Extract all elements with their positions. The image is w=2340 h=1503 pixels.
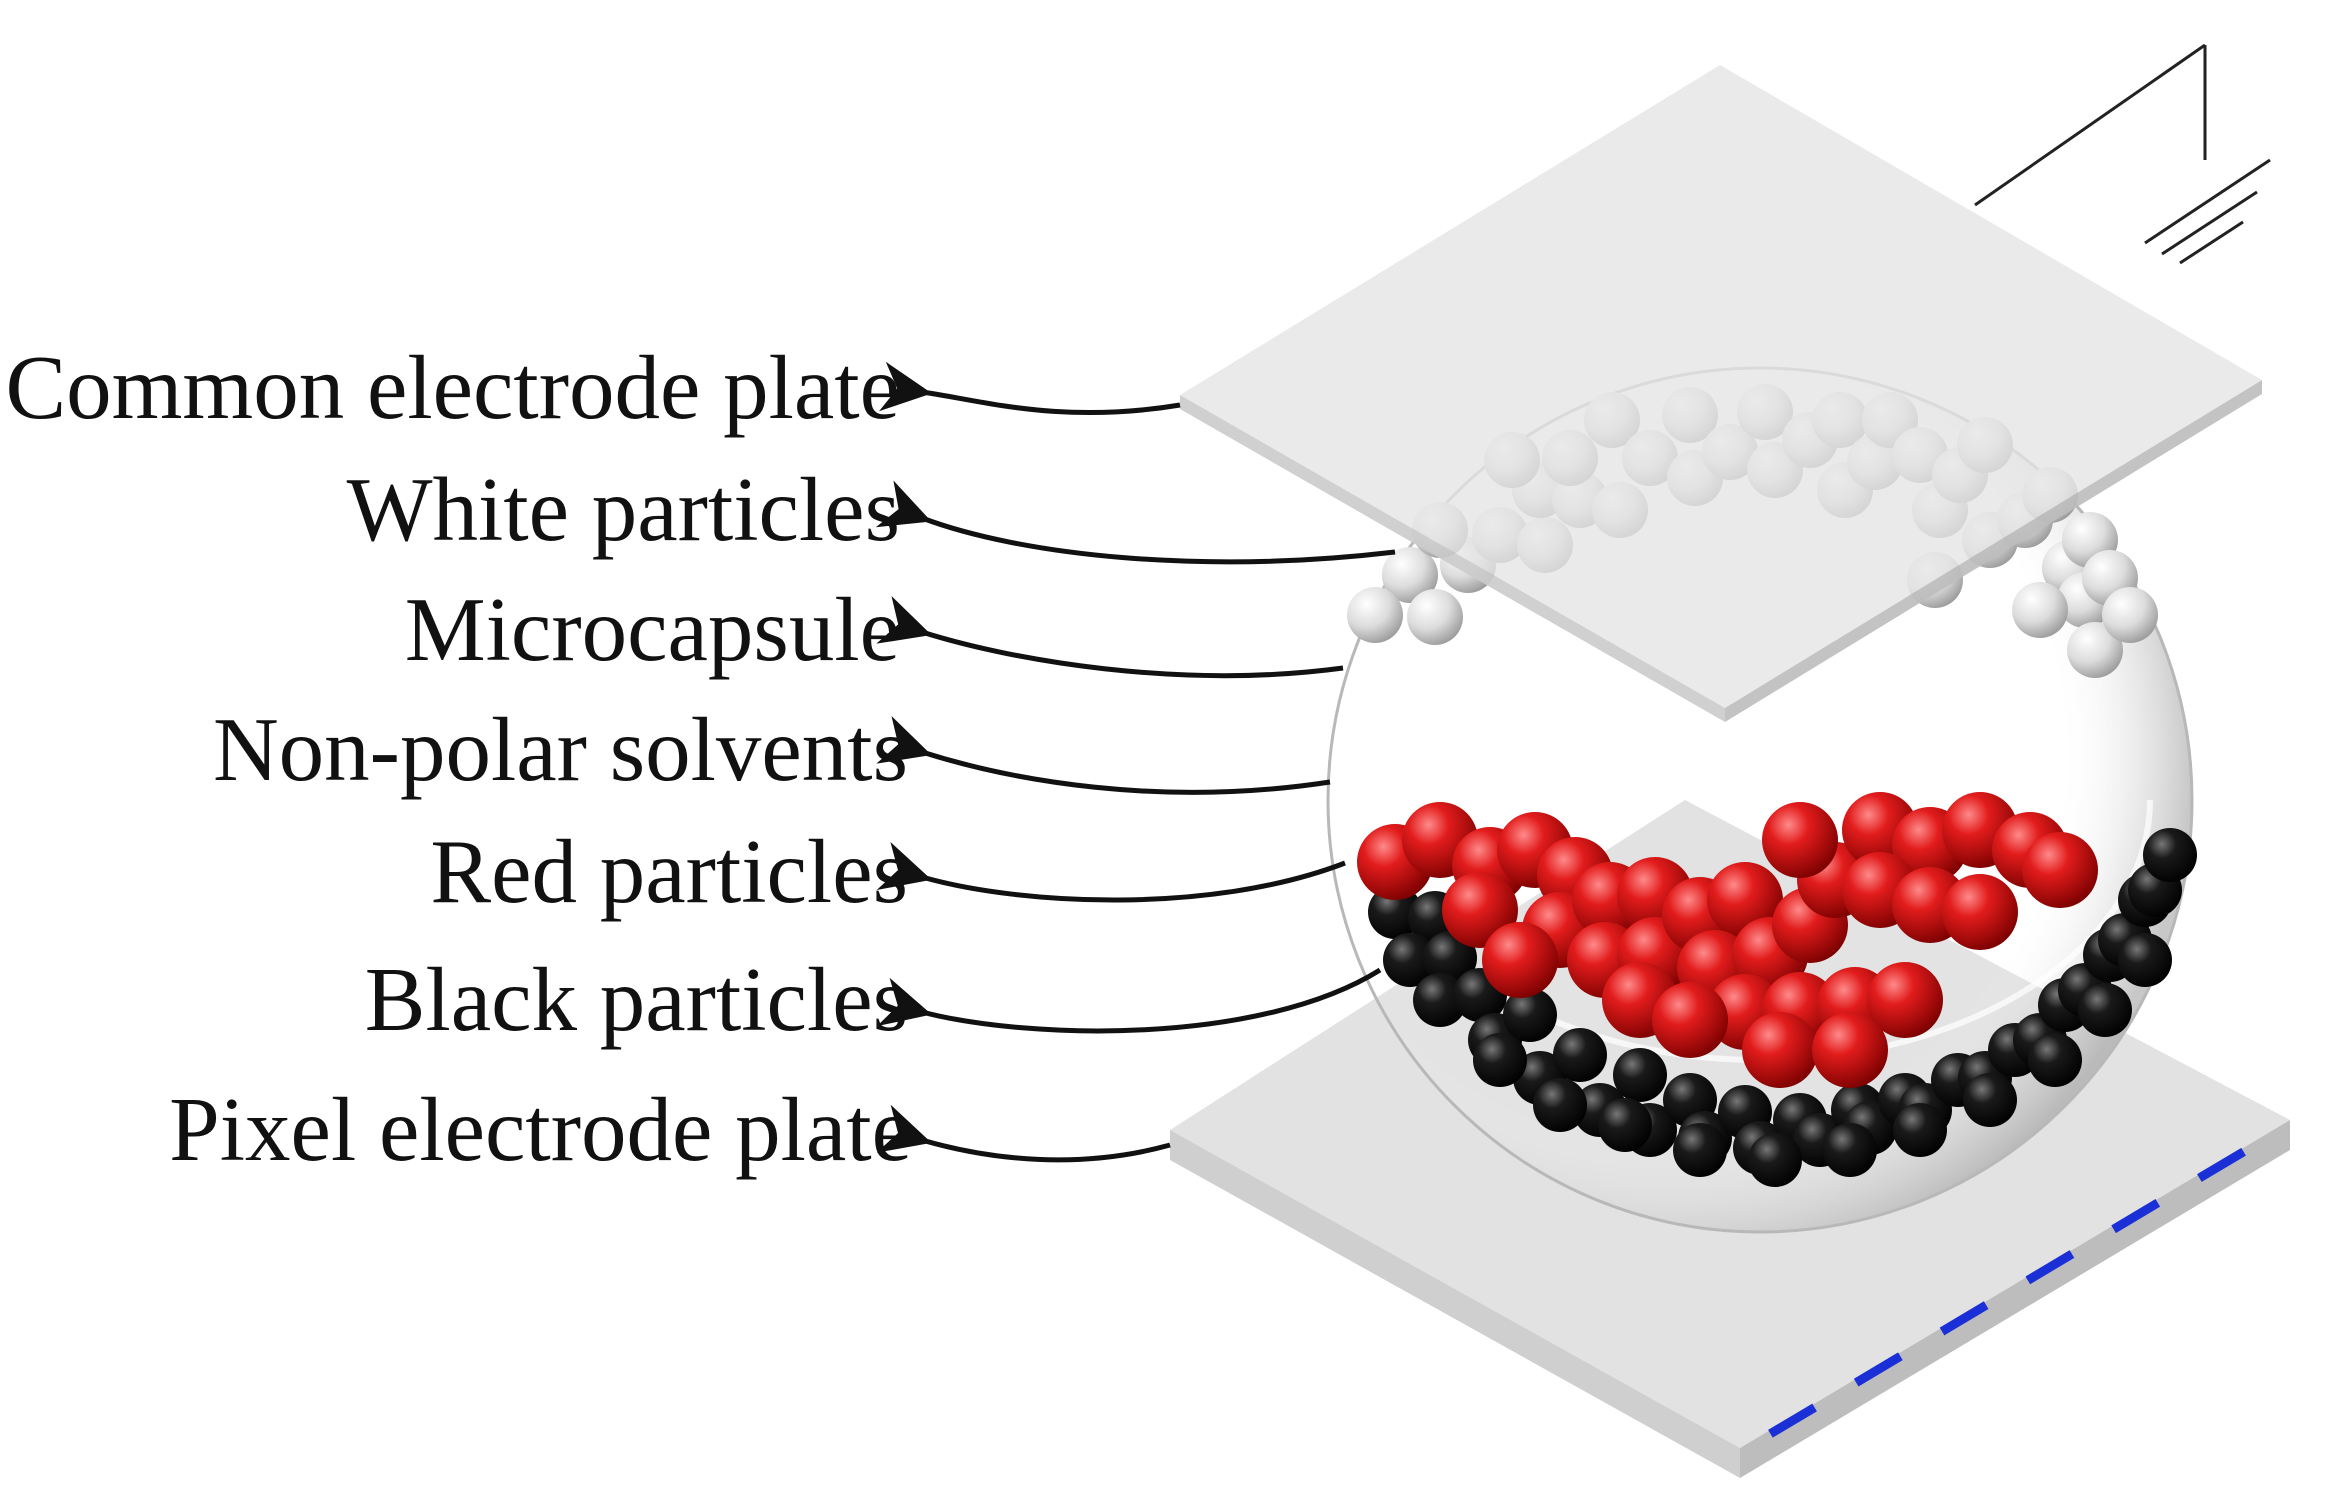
white-particle: [1347, 587, 1403, 643]
label-red-particles: Red particles: [430, 821, 908, 922]
pixel-electrode-dash: [1939, 1301, 1989, 1336]
label-black-particles: Black particles: [365, 949, 908, 1050]
arrow-icon: [876, 716, 1331, 795]
white-particle: [2067, 622, 2123, 678]
red-particle: [1942, 874, 2018, 950]
arrow-icon: [878, 361, 1181, 416]
label-non-polar-solvents: Non-polar solvents: [213, 699, 908, 800]
black-particle: [1673, 1123, 1727, 1177]
red-particle: [1812, 1012, 1888, 1088]
black-particle: [1598, 1098, 1652, 1152]
red-particle: [1482, 922, 1558, 998]
pixel-electrode-dash: [2111, 1198, 2161, 1234]
black-particle: [2028, 1033, 2082, 1087]
black-particle: [1533, 1078, 1587, 1132]
leader-arrows: [875, 361, 1396, 1163]
pixel-electrode-dashes: [1768, 1147, 2246, 1438]
black-particle: [1503, 988, 1557, 1042]
black-particle: [1893, 1103, 1947, 1157]
black-particle: [1423, 931, 1477, 985]
arrow-icon: [876, 596, 1344, 679]
white-particle: [1382, 547, 1438, 603]
black-particle: [1748, 1133, 1802, 1187]
black-particle: [1613, 1048, 1667, 1102]
white-particle: [2012, 582, 2068, 638]
black-particle: [1963, 1073, 2017, 1127]
label-pixel-electrode-plate: Pixel electrode plate: [169, 1079, 912, 1180]
white-particle: [2102, 587, 2158, 643]
red-particle: [1742, 1012, 1818, 1088]
red-particle: [1867, 962, 1943, 1038]
pixel-electrode-dash: [1768, 1403, 1817, 1438]
black-particle: [1413, 973, 1467, 1027]
arrow-icon: [876, 841, 1346, 903]
arrow-icon: [875, 480, 1396, 565]
black-particle: [1473, 1033, 1527, 1087]
common-electrode-plate: [1180, 65, 2262, 722]
black-particle: [1823, 1123, 1877, 1177]
arrow-icon: [876, 1104, 1171, 1163]
pixel-electrode-dash: [1853, 1352, 1903, 1387]
red-particle: [1762, 802, 1838, 878]
white-particle: [1407, 589, 1463, 645]
label-white-particles: White particles: [347, 459, 900, 560]
black-particle: [2118, 933, 2172, 987]
black-particle: [2078, 983, 2132, 1037]
red-particle: [2022, 832, 2098, 908]
red-particles: [1357, 792, 2098, 1088]
pixel-electrode-dash: [2025, 1250, 2075, 1285]
black-particle: [1553, 1028, 1607, 1082]
label-microcapsule: Microcapsule: [405, 579, 900, 680]
black-particle: [1368, 885, 1422, 939]
red-particle: [1652, 982, 1728, 1058]
arrow-icon: [877, 967, 1382, 1034]
black-particle: [1383, 933, 1437, 987]
label-common-electrode-plate: Common electrode plate: [5, 337, 900, 438]
ground-symbol-icon: [1974, 43, 2271, 265]
black-particle: [2143, 828, 2197, 882]
pixel-electrode-dash: [2197, 1147, 2246, 1182]
